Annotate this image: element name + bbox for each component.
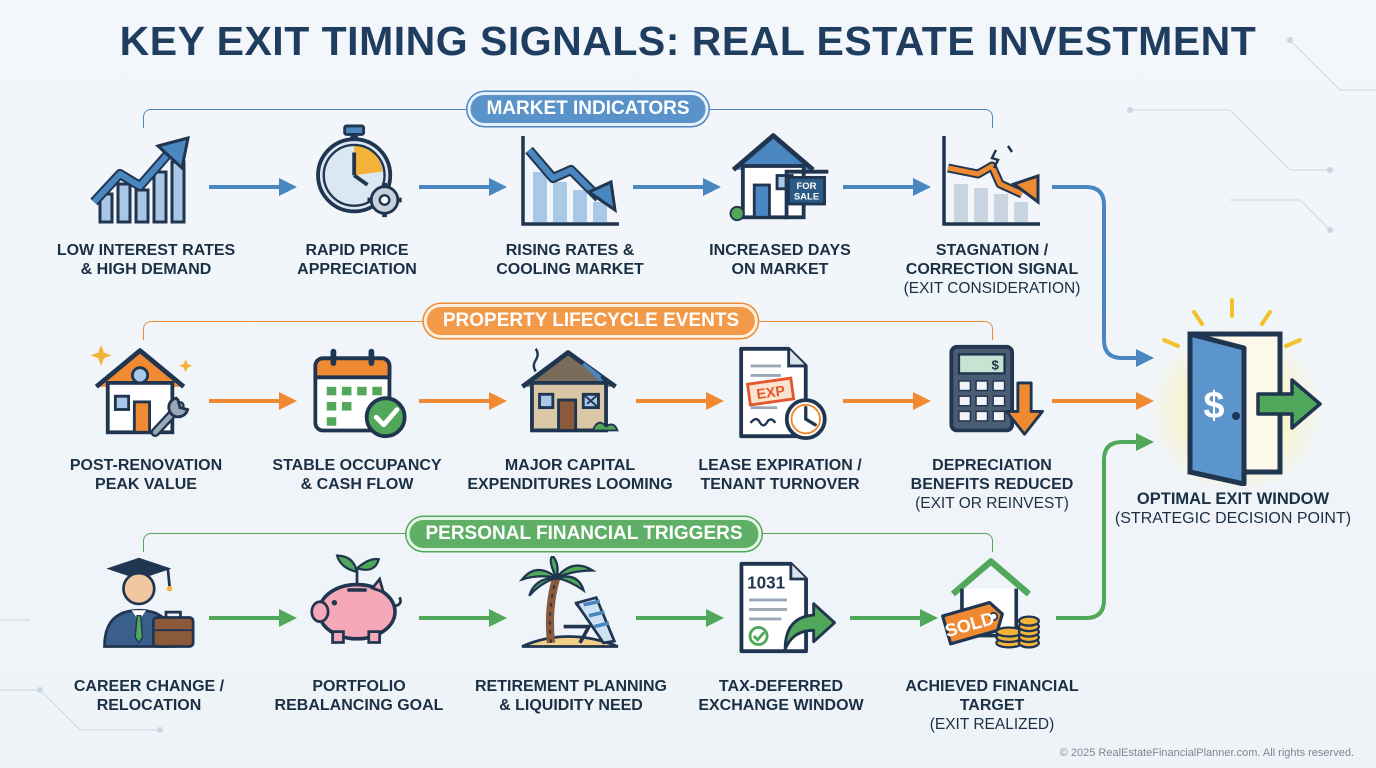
damaged-house-icon: [514, 343, 624, 438]
beach-palm-chair-icon: [515, 554, 625, 651]
crashing-chart-icon: [938, 132, 1048, 227]
node-label-lease-expiration: LEASE EXPIRATION /TENANT TURNOVER: [698, 457, 862, 493]
copyright-footer: © 2025 RealEstateFinancialPlanner.com. A…: [1059, 747, 1354, 759]
renovated-house-wrench-icon: [86, 343, 196, 438]
door-dollar-exit-icon: $: [1148, 294, 1326, 490]
flow-arrow-market-2: [417, 174, 509, 200]
sold-house-coins-icon: SOLD: [935, 556, 1045, 651]
lifecycle-connector-arrow: [1052, 392, 1154, 410]
calculator-down-arrow-icon: $: [941, 343, 1051, 438]
exit-subtitle: (STRATEGIC DECISION POINT): [1114, 510, 1352, 527]
flow-arrow-lifecycle-4: [841, 388, 933, 414]
node-label-stagnation: STAGNATION /CORRECTION SIGNAL(EXIT CONSI…: [903, 242, 1081, 297]
expiring-lease-clock-icon: EXP: [727, 345, 837, 440]
flow-arrow-personal-1: [207, 605, 299, 631]
flow-arrow-market-4: [841, 174, 933, 200]
exit-title: OPTIMAL EXIT WINDOW: [1136, 490, 1330, 508]
exp-stamp-text: EXP: [756, 383, 787, 403]
falling-chart-icon: [515, 132, 625, 227]
flow-arrow-personal-3: [634, 605, 726, 631]
flow-arrow-market-3: [631, 174, 723, 200]
graduate-briefcase-icon: [92, 556, 202, 651]
section-label-property-lifecycle: PROPERTY LIFECYCLE EVENTS: [423, 304, 759, 338]
node-label-rising-rates: RISING RATES &COOLING MARKET: [496, 242, 644, 278]
flow-arrow-lifecycle-3: [634, 388, 726, 414]
calculator-display-symbol: $: [991, 358, 999, 373]
exit-label: OPTIMAL EXIT WINDOW (STRATEGIC DECISION …: [1113, 489, 1353, 529]
flow-arrow-lifecycle-1: [207, 388, 299, 414]
piggy-bank-sprout-icon: [302, 552, 412, 647]
calendar-check-icon: [305, 345, 415, 440]
doc-1031-text: 1031: [747, 574, 786, 593]
page-title: KEY EXIT TIMING SIGNALS: REAL ESTATE INV…: [119, 18, 1257, 64]
stopwatch-gear-icon: [302, 124, 412, 219]
flow-arrow-lifecycle-2: [417, 388, 509, 414]
exit-dollar-symbol: $: [1203, 385, 1224, 427]
node-label-low-interest-rates: LOW INTEREST RATES& HIGH DEMAND: [56, 242, 236, 278]
node-label-stable-occupancy: STABLE OCCUPANCY& CASH FLOW: [272, 457, 442, 493]
node-label-career-change: CAREER CHANGE /RELOCATION: [73, 678, 225, 714]
document-1031-arrow-icon: 1031: [733, 560, 843, 655]
flow-arrow-market-1: [207, 174, 299, 200]
flow-arrow-personal-4: [848, 605, 940, 631]
node-label-retirement-planning: RETIREMENT PLANNING& LIQUIDITY NEED: [475, 678, 667, 714]
flow-arrow-personal-2: [417, 605, 509, 631]
rising-chart-icon: [88, 132, 198, 227]
section-label-personal-triggers: PERSONAL FINANCIAL TRIGGERS: [406, 517, 762, 551]
section-label-market-indicators: MARKET INDICATORS: [467, 92, 709, 126]
